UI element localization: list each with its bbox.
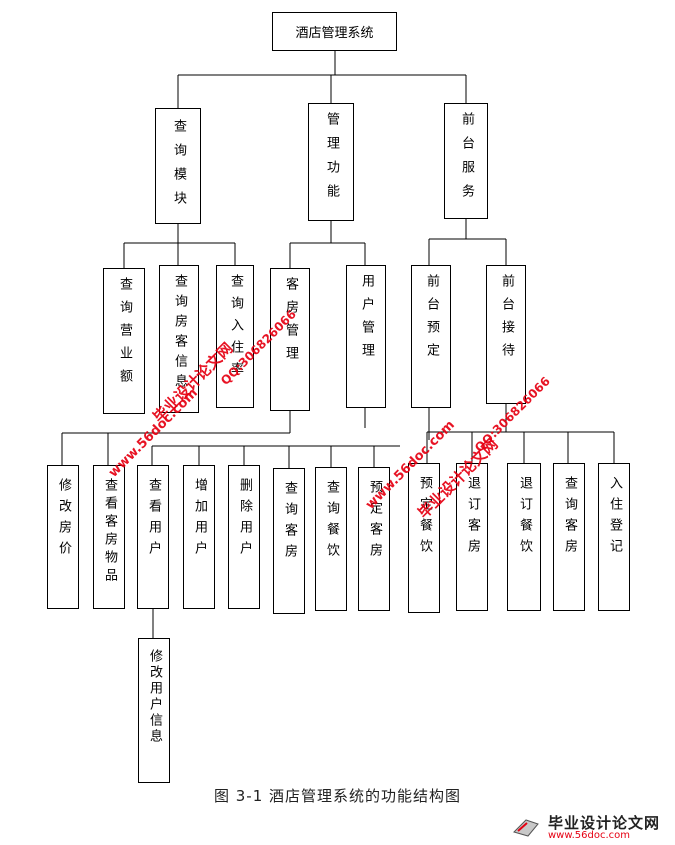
node-label: 查看用户 [146, 478, 161, 562]
node-book-dining: 预定餐饮 [408, 463, 440, 613]
node-front-reception: 前台接待 [486, 265, 526, 404]
node-label: 查询模块 [171, 119, 186, 215]
node-delete-user: 删除用户 [228, 465, 260, 609]
node-label: 前台服务 [459, 112, 474, 208]
node-label: 查看客房物品 [102, 478, 117, 586]
node-modify-user-info: 修改用户信息 [138, 638, 170, 783]
footer-url: www.56doc.com [548, 830, 631, 841]
node-query-revenue: 查询营业额 [103, 268, 145, 414]
node-label: 前台接待 [499, 274, 514, 366]
node-label: 退订餐饮 [517, 476, 532, 560]
node-management: 管理功能 [308, 103, 354, 221]
node-check-in: 入住登记 [598, 463, 630, 611]
node-label: 入住登记 [607, 476, 622, 560]
node-label: 预定客房 [367, 480, 382, 564]
node-modify-room-price: 修改房价 [47, 465, 79, 609]
node-query-guest-info: 查询房客信息 [159, 265, 199, 413]
node-label: 修改房价 [56, 478, 71, 562]
node-label: 管理功能 [324, 112, 339, 208]
node-query-occupancy: 查询入住率 [216, 265, 254, 408]
node-label: 查询客房 [562, 476, 577, 560]
node-label: 删除用户 [237, 478, 252, 562]
node-front-desk: 前台服务 [444, 103, 488, 219]
node-label: 修改用户信息 [147, 649, 162, 745]
node-room-management: 客房管理 [270, 268, 310, 411]
node-query-rooms: 查询客房 [273, 468, 305, 614]
figure-caption: 图 3-1 酒店管理系统的功能结构图 [213, 787, 462, 805]
footer-title: 毕业设计论文网 [548, 814, 661, 832]
node-book-room: 预定客房 [358, 467, 390, 611]
node-query-rooms-2: 查询客房 [553, 463, 585, 611]
node-label: 用户管理 [359, 274, 374, 366]
node-query-dining: 查询餐饮 [315, 467, 347, 611]
node-query-module: 查询模块 [155, 108, 201, 224]
node-cancel-room: 退订客房 [456, 463, 488, 611]
footer-logo: 毕业设计论文网 www.56doc.com [512, 812, 672, 842]
root-node: 酒店管理系统 [272, 12, 397, 51]
node-view-users: 查看用户 [137, 465, 169, 609]
node-label: 查询入住率 [228, 274, 243, 384]
node-label: 前台预定 [424, 274, 439, 366]
node-label: 查询客房 [282, 481, 297, 565]
node-label: 查询营业额 [117, 277, 132, 392]
node-label: 增加用户 [192, 478, 207, 562]
logo-icon [513, 819, 539, 837]
node-add-user: 增加用户 [183, 465, 215, 609]
node-label: 查询餐饮 [324, 480, 339, 564]
node-label: 退订客房 [465, 476, 480, 560]
node-view-room-items: 查看客房物品 [93, 465, 125, 609]
node-label: 查询房客信息 [172, 274, 187, 394]
node-user-management: 用户管理 [346, 265, 386, 408]
node-label: 客房管理 [283, 277, 298, 369]
node-cancel-dining: 退订餐饮 [507, 463, 541, 611]
node-front-booking: 前台预定 [411, 265, 451, 408]
node-label: 预定餐饮 [417, 476, 432, 560]
